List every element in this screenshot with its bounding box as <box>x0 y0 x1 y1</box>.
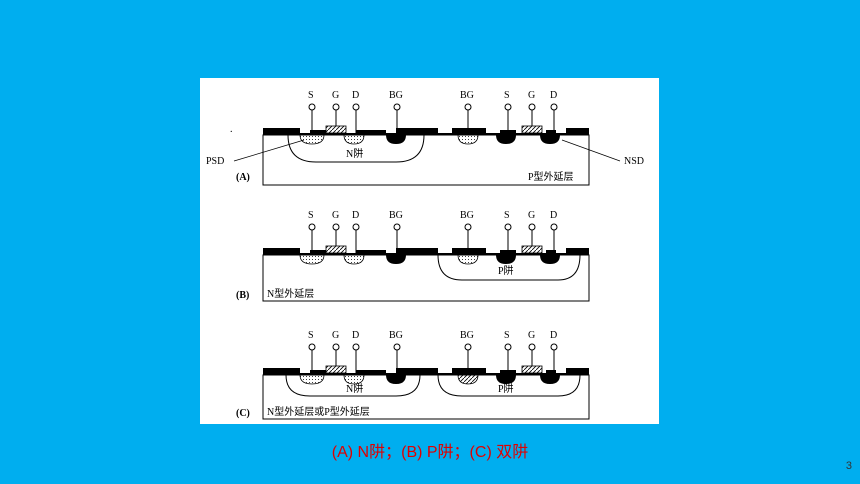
terminal-label: BG <box>389 330 403 341</box>
panel-c: S G D BG BG S G D N阱 P阱 N型外延层或P型外延层 (C) <box>236 330 590 420</box>
terminal-label: S <box>308 90 314 101</box>
panel-b: S G D BG BG S G D P阱 N型外延层 (B) <box>236 210 590 302</box>
well-label: N阱 <box>346 382 363 395</box>
terminal-label: D <box>550 210 557 221</box>
terminal-label: S <box>308 330 314 341</box>
terminal-label: G <box>332 330 339 341</box>
figure-caption: (A) N阱；(B) P阱；(C) 双阱 <box>331 444 529 461</box>
terminal-label: G <box>332 90 339 101</box>
terminal-label: BG <box>389 90 403 101</box>
panel-tag: (B) <box>236 290 249 301</box>
terminal-label: S <box>504 90 510 101</box>
panel-tag: (C) <box>236 408 250 419</box>
terminal-label: BG <box>460 90 474 101</box>
nsd-callout: NSD <box>624 156 644 167</box>
cmos-well-diagram: S G D BG BG S G D N阱 P型外延层 (A) PSD NSD . <box>200 78 659 424</box>
terminal-label: BG <box>389 210 403 221</box>
substrate-label: N型外延层 <box>267 287 314 300</box>
n-well-a <box>287 134 425 163</box>
terminal-label: G <box>332 210 339 221</box>
psd-callout: PSD <box>206 156 224 167</box>
terminal-label: G <box>528 90 535 101</box>
terminal-label: D <box>352 210 359 221</box>
well-label: N阱 <box>346 147 363 160</box>
p-well-c <box>437 374 581 397</box>
terminal-label: S <box>504 330 510 341</box>
well-label: P阱 <box>498 264 514 277</box>
page-number: 3 <box>845 460 852 472</box>
terminal-label: D <box>550 90 557 101</box>
terminal-label: BG <box>460 330 474 341</box>
svg-text:.: . <box>230 124 233 135</box>
substrate-label: N型外延层或P型外延层 <box>267 405 370 418</box>
terminal-label: S <box>308 210 314 221</box>
terminal-label: S <box>504 210 510 221</box>
terminal-label: D <box>352 90 359 101</box>
p-well-b <box>437 254 581 281</box>
terminal-label: G <box>528 210 535 221</box>
panel-tag: (A) <box>236 172 250 183</box>
panel-a: S G D BG BG S G D N阱 P型外延层 (A) PSD NSD . <box>206 90 644 186</box>
substrate-label: P型外延层 <box>528 170 574 183</box>
terminal-label: BG <box>460 210 474 221</box>
well-label: P阱 <box>498 382 514 395</box>
diagram-svg: S G D BG BG S G D N阱 P型外延层 (A) PSD NSD . <box>206 90 644 420</box>
terminal-label: D <box>550 330 557 341</box>
terminal-label: D <box>352 330 359 341</box>
n-well-c <box>285 374 421 397</box>
terminal-label: G <box>528 330 535 341</box>
